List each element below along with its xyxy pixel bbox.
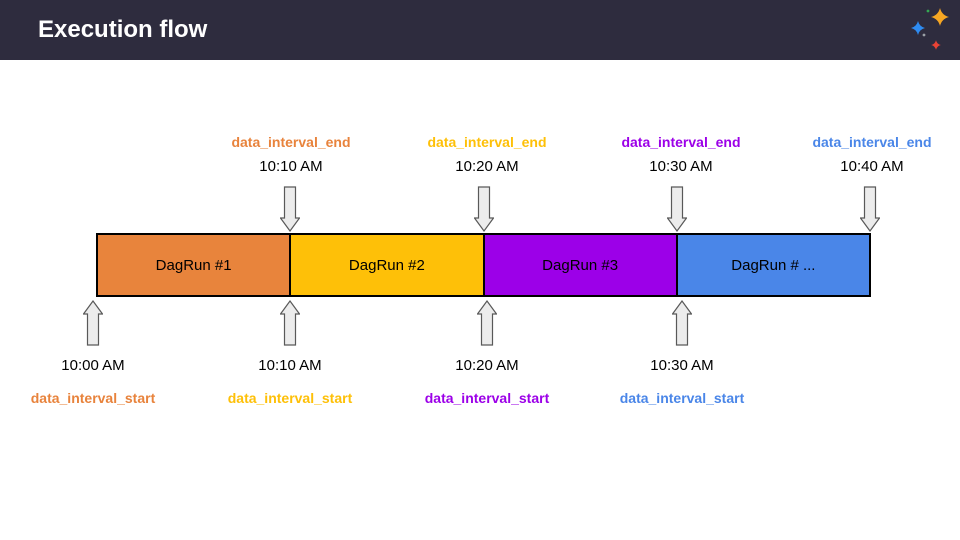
- interval-start-time: 10:20 AM: [455, 357, 519, 374]
- interval-start-col-1: 10:00 AM data_interval_start: [0, 357, 203, 407]
- up-arrow-1: [83, 300, 103, 346]
- interval-start-col-4: 10:30 AM data_interval_start: [572, 357, 792, 407]
- sparkle-blue-star: [911, 21, 925, 35]
- down-arrow-shape: [860, 186, 880, 232]
- dag-run-label: DagRun #1: [155, 256, 232, 274]
- up-arrow-4: [672, 300, 692, 346]
- interval-end-time: 10:40 AM: [840, 158, 904, 175]
- dag-run-label: DagRun # ...: [731, 256, 816, 274]
- dag-run-segment-1: DagRun #1: [98, 235, 290, 295]
- down-arrow-shape: [280, 186, 300, 232]
- page-title: Execution flow: [38, 16, 208, 43]
- interval-end-col-1: data_interval_end 10:10 AM: [181, 133, 401, 176]
- down-arrow-1: [280, 186, 300, 232]
- up-arrow-3: [477, 300, 497, 346]
- interval-start-label: data_interval_start: [619, 390, 745, 406]
- sparkle-gold-star: [931, 8, 949, 26]
- dag-run-timeline-bar: DagRun #1 DagRun #2 DagRun #3 DagRun # .…: [96, 233, 871, 297]
- interval-start-time: 10:00 AM: [61, 357, 125, 374]
- up-arrow-shape: [477, 300, 497, 346]
- dag-run-label: DagRun #2: [348, 256, 425, 274]
- up-arrow-2: [280, 300, 300, 346]
- down-arrow-4: [860, 186, 880, 232]
- dag-run-segment-3: DagRun #3: [482, 235, 676, 295]
- interval-end-time: 10:30 AM: [649, 158, 713, 175]
- sparkle-red-star: [931, 40, 941, 50]
- down-arrow-3: [667, 186, 687, 232]
- dag-run-segment-4: DagRun # ...: [675, 235, 869, 295]
- up-arrow-shape: [83, 300, 103, 346]
- interval-end-label: data_interval_end: [427, 134, 547, 150]
- up-arrow-shape: [672, 300, 692, 346]
- up-arrow-shape: [280, 300, 300, 346]
- sparkle-green-dot: [926, 9, 930, 13]
- interval-end-label: data_interval_end: [621, 134, 741, 150]
- interval-start-col-2: 10:10 AM data_interval_start: [180, 357, 400, 407]
- interval-start-label: data_interval_start: [227, 390, 353, 406]
- interval-end-col-2: data_interval_end 10:20 AM: [377, 133, 597, 176]
- header-bar: Execution flow: [0, 0, 960, 60]
- down-arrow-shape: [474, 186, 494, 232]
- interval-start-time: 10:30 AM: [650, 357, 714, 374]
- dag-run-segment-2: DagRun #2: [289, 235, 483, 295]
- sparkle-icon: [911, 8, 949, 50]
- sparkle-gray-dot: [922, 33, 926, 37]
- interval-start-label: data_interval_start: [30, 390, 156, 406]
- dag-run-label: DagRun #3: [542, 256, 619, 274]
- interval-start-label: data_interval_start: [424, 390, 550, 406]
- interval-end-time: 10:20 AM: [455, 158, 519, 175]
- down-arrow-2: [474, 186, 494, 232]
- interval-end-col-4: data_interval_end 10:40 AM: [762, 133, 960, 176]
- interval-start-col-3: 10:20 AM data_interval_start: [377, 357, 597, 407]
- interval-end-label: data_interval_end: [812, 134, 932, 150]
- interval-end-label: data_interval_end: [231, 134, 351, 150]
- interval-start-time: 10:10 AM: [258, 357, 322, 374]
- interval-end-col-3: data_interval_end 10:30 AM: [571, 133, 791, 176]
- down-arrow-shape: [667, 186, 687, 232]
- interval-end-time: 10:10 AM: [259, 158, 323, 175]
